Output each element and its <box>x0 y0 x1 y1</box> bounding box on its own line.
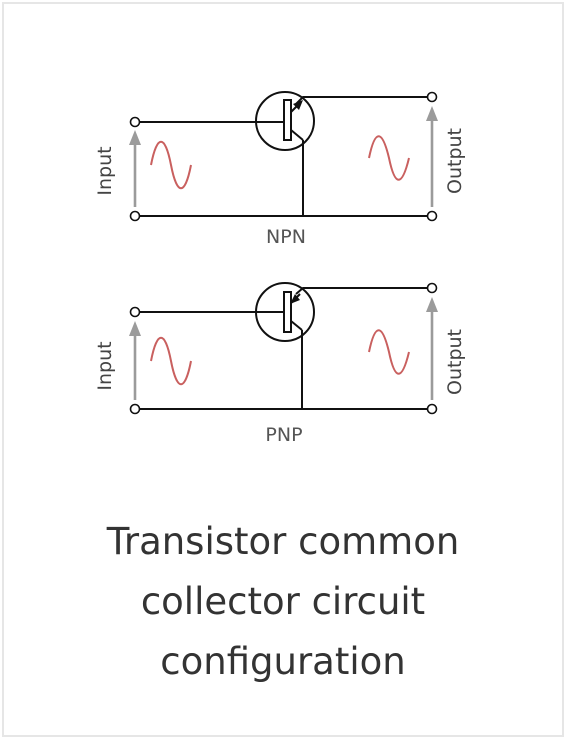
npn-output-terminal-top <box>426 91 438 103</box>
figure-caption: Transistor common collector circuit conf… <box>0 512 566 692</box>
pnp-output-terminal-bottom <box>426 403 438 415</box>
npn-output-terminal-bottom <box>426 210 438 222</box>
pnp-input-label: Input <box>94 341 116 390</box>
npn-collector-lead <box>290 129 304 141</box>
pnp-output-arrowhead-icon <box>426 297 438 312</box>
npn-circuit: Input Output NPN <box>94 91 466 248</box>
pnp-input-arrowhead-icon <box>129 321 141 336</box>
pnp-emitter-arrow-icon <box>290 294 300 304</box>
npn-base-bar <box>283 99 292 141</box>
npn-input-sine-icon <box>150 141 192 189</box>
npn-input-terminal-bottom <box>129 210 141 222</box>
pnp-output-terminal-top <box>426 282 438 294</box>
pnp-input-terminal-bottom <box>129 403 141 415</box>
npn-transistor-symbol <box>255 91 315 151</box>
pnp-transistor-symbol <box>255 282 315 342</box>
pnp-input-terminal-top <box>129 306 141 318</box>
npn-type-label: NPN <box>266 226 306 248</box>
pnp-input-sine-icon <box>150 337 192 385</box>
npn-output-label: Output <box>444 128 466 194</box>
npn-input-terminal-top <box>129 116 141 128</box>
npn-transistor-circle <box>255 91 315 151</box>
pnp-output-label: Output <box>444 329 466 395</box>
pnp-type-label: PNP <box>265 424 302 446</box>
caption-line-3: configuration <box>160 640 406 683</box>
pnp-base-bar <box>283 291 292 333</box>
pnp-collector-lead <box>290 320 303 331</box>
circuit-diagrams: Input Output NPN Input O <box>94 91 466 446</box>
npn-input-label: Input <box>94 146 116 195</box>
npn-emitter-arrow-icon <box>293 100 303 110</box>
npn-output-sine-icon <box>368 135 410 181</box>
caption-line-2: collector circuit <box>140 580 426 623</box>
npn-collector-wire <box>295 96 432 105</box>
pnp-transistor-circle <box>255 282 315 342</box>
pnp-output-sine-icon <box>368 329 410 375</box>
caption-line-1: Transistor common <box>106 520 460 563</box>
npn-input-arrowhead-icon <box>129 130 141 145</box>
pnp-emitter-wire <box>295 287 432 295</box>
npn-output-arrowhead-icon <box>426 106 438 121</box>
pnp-circuit: Input Output PNP <box>94 282 466 446</box>
